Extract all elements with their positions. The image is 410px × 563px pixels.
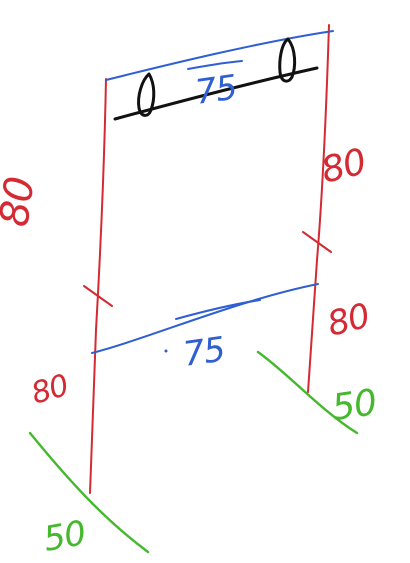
top-beam-shading — [187, 60, 243, 70]
blue-dot — [164, 349, 168, 353]
black-rod — [113, 66, 319, 121]
right-foot-label: 50 — [330, 382, 379, 429]
right-post-tick — [302, 231, 332, 253]
lower-right-height-label: 80 — [324, 296, 374, 345]
lower-left-height-label: 80 — [28, 368, 72, 412]
right-loop — [278, 37, 297, 83]
top-beam-line — [105, 30, 334, 81]
top-width-label: 75 — [193, 68, 239, 113]
right-foot-line — [256, 350, 359, 435]
middle-width-label: 75 — [181, 330, 227, 375]
left-loop — [137, 72, 156, 117]
left-post-tick — [83, 285, 113, 307]
left-foot-label: 50 — [41, 513, 89, 560]
upper-right-height-label: 80 — [317, 141, 370, 191]
left-foot-line — [28, 431, 150, 554]
middle-beam-shading — [175, 299, 261, 320]
middle-beam-line — [91, 283, 319, 354]
upper-left-height-label: 80 — [0, 175, 44, 230]
right-post-line — [307, 24, 330, 393]
left-post-line — [89, 78, 107, 494]
